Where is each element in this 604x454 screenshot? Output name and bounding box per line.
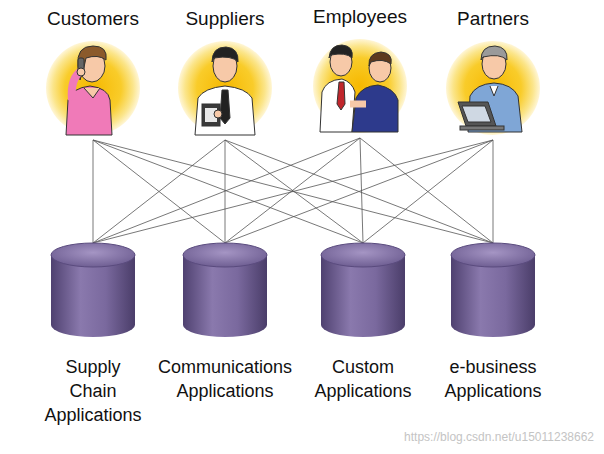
partner-figure (458, 46, 522, 132)
connector-line (93, 140, 493, 243)
connector-line (93, 140, 225, 243)
person-node: Partners (433, 8, 553, 140)
connector-line (93, 140, 225, 243)
connector-line (363, 140, 493, 243)
supplier-figure (195, 47, 255, 135)
connector-line (93, 138, 360, 243)
employees-figure (320, 45, 398, 132)
database-node: Supply Chain Applications (13, 243, 173, 427)
application-label: Supply Chain Applications (43, 355, 144, 427)
person-disc (46, 41, 140, 135)
connector-line (360, 138, 493, 243)
role-label: Partners (433, 8, 553, 30)
connector-line (93, 140, 94, 243)
role-label: Customers (33, 8, 153, 30)
person-disc (313, 39, 407, 133)
connector-line (93, 140, 493, 243)
person-node: Suppliers (165, 8, 285, 140)
connector-line (225, 140, 493, 243)
person-disc (178, 41, 272, 135)
application-label: Communications Applications (145, 355, 305, 403)
connector-line (493, 140, 494, 243)
connector-line (225, 140, 493, 243)
person-node: Employees (300, 6, 420, 138)
person-node: Customers (33, 8, 153, 140)
customer-figure (66, 46, 112, 135)
application-label: e-business Applications (433, 355, 553, 403)
application-label: Custom Applications (308, 355, 418, 403)
connector-line (93, 140, 363, 243)
person-disc (446, 41, 540, 135)
database-node: Custom Applications (283, 243, 443, 403)
connector-line (225, 138, 360, 243)
database-node: Communications Applications (140, 243, 310, 403)
role-label: Suppliers (165, 8, 285, 30)
database-node: e-business Applications (418, 243, 568, 403)
role-label: Employees (300, 6, 420, 28)
watermark: https://blog.csdn.net/u15011238662 (404, 430, 594, 444)
